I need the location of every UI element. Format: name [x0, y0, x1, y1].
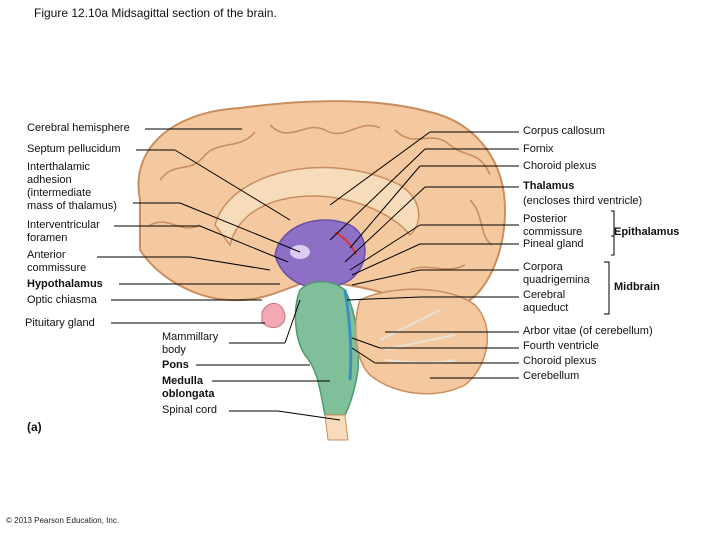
label-fourth-ventricle: Fourth ventricle [523, 340, 599, 352]
figure-title: Figure 12.10a Midsagittal section of the… [34, 6, 277, 20]
label-line: Corpora [523, 261, 563, 273]
label-line: commissure [27, 262, 87, 274]
label-pituitary-gland: Pituitary gland [25, 317, 95, 329]
label-interventricular-foramen: Interventricular foramen [27, 219, 100, 245]
label-line: (intermediate [27, 187, 92, 199]
label-posterior-commissure: Posterior commissure [523, 213, 582, 239]
leader-lines [97, 128, 615, 421]
label-line: Medulla [162, 375, 203, 387]
label-pineal-gland: Pineal gland [523, 238, 584, 250]
label-optic-chiasma: Optic chiasma [27, 294, 97, 306]
spinal-cord-shape [324, 414, 349, 441]
label-anterior-commissure: Anterior commissure [27, 249, 86, 275]
label-fornix: Fornix [523, 143, 554, 155]
label-line: foramen [27, 232, 68, 244]
label-line: mass of thalamus) [27, 200, 117, 212]
gyri-lines [149, 124, 493, 271]
label-midbrain: Midbrain [614, 281, 660, 293]
cerebrum-shape [137, 100, 507, 305]
label-choroid-plexus-top: Choroid plexus [523, 160, 597, 172]
label-medulla-oblongata: Medulla oblongata [162, 375, 215, 401]
label-line: body [162, 344, 186, 356]
label-line: Anterior [27, 249, 66, 261]
label-epithalamus: Epithalamus [614, 226, 680, 238]
label-line: adhesion [27, 174, 72, 186]
label-cerebral-hemisphere: Cerebral hemisphere [27, 122, 130, 134]
label-line: Posterior [523, 213, 568, 225]
label-septum-pellucidum: Septum pellucidum [27, 143, 121, 155]
label-spinal-cord: Spinal cord [162, 404, 218, 416]
corpus-callosum-shape [214, 166, 420, 247]
label-line: Mammillary [162, 331, 219, 343]
label-line: Cerebral [523, 289, 566, 301]
label-line: oblongata [162, 388, 215, 400]
label-hypothalamus: Hypothalamus [27, 278, 103, 290]
label-line: quadrigemina [523, 274, 590, 286]
label-cerebral-aqueduct: Cerebral aqueduct [523, 289, 568, 315]
label-mammillary-body: Mammillary body [162, 331, 218, 357]
label-corpus-callosum: Corpus callosum [523, 125, 605, 137]
brainstem-shape [294, 281, 360, 416]
label-line: Interthalamic [27, 161, 90, 173]
panel-label: (a) [27, 420, 42, 434]
label-choroid-plexus-bottom: Choroid plexus [523, 355, 597, 367]
label-corpora-quadrigemina: Corpora quadrigemina [523, 261, 590, 287]
label-interthalamic-adhesion: Interthalamic adhesion (intermediate mas… [27, 161, 117, 213]
label-pons: Pons [162, 359, 189, 371]
pituitary-shape [261, 302, 286, 329]
label-line: aqueduct [523, 302, 569, 314]
label-arbor-vitae: Arbor vitae (of cerebellum) [523, 325, 653, 337]
label-thalamus: Thalamus [523, 180, 575, 192]
fourth-ventricle-shape [343, 289, 353, 381]
label-thalamus-note: (encloses third ventricle) [523, 195, 643, 207]
label-cerebellum: Cerebellum [523, 370, 580, 382]
label-line: Interventricular [27, 219, 100, 231]
copyright-notice: © 2013 Pearson Education, Inc. [6, 516, 120, 525]
label-line: commissure [523, 226, 583, 238]
